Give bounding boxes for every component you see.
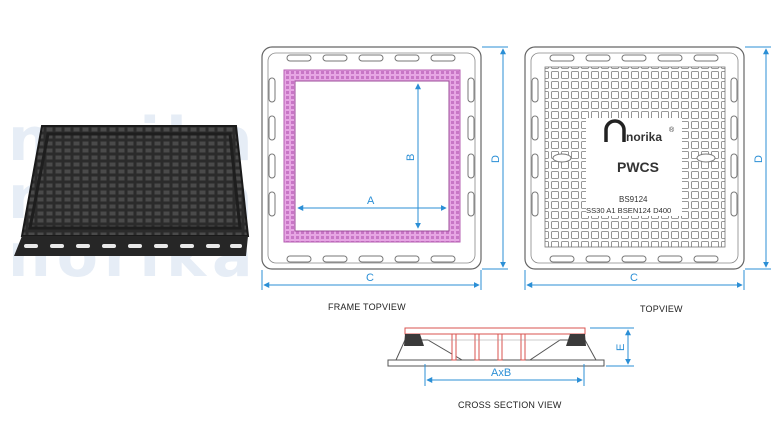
dim-label-d-lid: D — [753, 155, 765, 163]
caption-top-view: TOPVIEW — [640, 304, 683, 314]
dim-label-c-frame: C — [366, 272, 374, 284]
dim-label-d-frame: D — [490, 155, 502, 163]
dim-label-b: B — [405, 154, 417, 161]
dim-label-e: E — [615, 344, 627, 351]
lid-dimensions — [524, 46, 771, 290]
lid-spec: SS30 A1 BSEN124 D400 — [586, 206, 671, 215]
section-dimensions — [424, 327, 634, 386]
cross-section-view — [387, 327, 605, 367]
dim-label-axb: AxB — [491, 367, 511, 379]
frame-dimensions — [261, 46, 508, 290]
dim-label-c-lid: C — [630, 272, 638, 284]
lid-registered-mark: ® — [669, 126, 675, 134]
lid-top-view — [524, 46, 745, 270]
lid-brand: norika — [626, 130, 662, 144]
dim-label-a: A — [367, 195, 375, 207]
caption-frame-top-view: FRAME TOPVIEW — [328, 302, 406, 312]
product-photo — [14, 125, 250, 256]
lid-model: PWCS — [617, 159, 659, 175]
caption-cross-section-view: CROSS SECTION VIEW — [458, 400, 562, 410]
lid-standard: BS9124 — [619, 195, 648, 204]
frame-top-view — [261, 46, 482, 270]
